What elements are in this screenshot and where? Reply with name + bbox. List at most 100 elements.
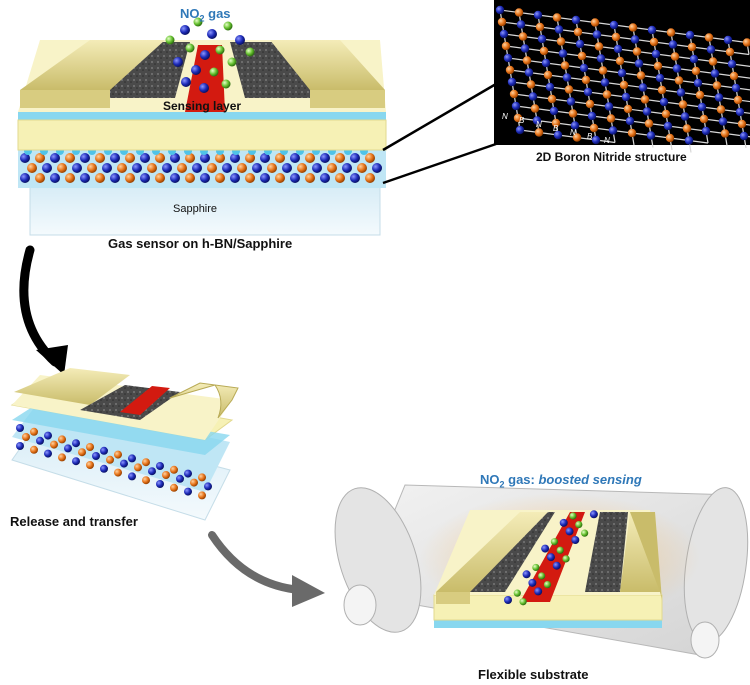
lattice-atom [604,102,614,111]
lattice-atom [649,37,659,47]
lattice-atom [592,30,602,39]
hbn-atom [312,163,322,173]
hbn-atom [237,163,247,173]
lattice-atom [570,121,580,130]
flex-gas-prefix: NO [480,472,500,487]
hbn-atom [230,153,240,163]
hbn-atom [95,173,105,183]
lattice-atom [549,106,559,116]
lattice-atom [534,128,544,137]
hbn-atom [192,163,202,173]
flex-electrode-left-front [436,592,470,604]
lattice-atom [560,61,570,70]
hbn-atom [207,163,217,173]
hbn-atom [125,173,135,183]
lattice-atom [511,101,521,111]
hbn-atom [120,459,128,468]
lattice-atom [630,35,640,44]
lattice-atom [541,58,551,68]
lattice-atom [495,5,505,15]
lattice-atom [583,87,593,97]
gas-atom-nitrogen [534,587,543,596]
flex-graphite-left [468,512,555,592]
lattice-atom [725,47,735,57]
lattice-atom [659,97,669,107]
hbn-atom [95,153,105,163]
hbn-atom [155,153,165,163]
inset-connector-lower [382,142,497,185]
hbn-atom [297,163,307,173]
hbn-atom [156,462,164,470]
hbn-atom [185,153,195,163]
lattice-atom [522,56,532,65]
sensing-channel [185,45,225,112]
flex-electrode-left-top [436,512,548,592]
lattice-atom [501,41,511,51]
gas-atom-nitrogen [199,83,209,93]
lattice-atom [685,30,695,40]
hbn-atom [125,153,135,163]
gas-atom-nitrogen [200,50,210,60]
lattice-atom [661,109,671,119]
hbn-atom [142,458,150,467]
gas-atom-oxygen [245,47,255,57]
hbn-atom [36,436,44,445]
hbn-atom [80,153,90,163]
flex-gas-label: NO2 gas: boosted sensing [480,472,642,490]
lattice-atom [613,44,623,54]
released-electrode-right [169,382,239,419]
gas-atom-nitrogen [504,596,512,604]
hbn-atom [110,153,120,163]
lattice-atom [596,54,606,63]
lattice-atom [579,63,589,73]
lattice-atom [680,112,690,121]
hbn-atom [80,173,90,183]
hbn-atom [72,439,80,448]
hbn-atom [65,173,75,183]
lattice-atom [608,126,618,135]
flex-cyan-layer [434,620,662,628]
hbn-atom [162,471,170,479]
hbn-atom [16,442,24,450]
lattice-atom [617,68,627,78]
hbn-atom [230,173,240,183]
lattice-atom [530,104,540,113]
lattice-atom [615,56,625,66]
hbn-atom [58,435,66,444]
hbn-atom [147,163,157,173]
lattice-atom [687,42,697,52]
lattice-atom [718,117,728,126]
inset-atom-label: N [536,120,542,129]
gas-atom-oxygen [569,512,577,520]
transfer-arrow-2 [208,531,304,594]
hbn-atom [198,491,206,500]
gas-atom-oxygen [562,555,570,563]
hbn-atom [58,453,66,462]
gas-atom-oxygen [532,563,540,572]
hbn-atom [267,163,277,173]
hbn-atom [357,163,367,173]
lattice-atom [598,66,608,75]
lattice-atom [693,78,703,88]
lattice-atom [587,111,597,121]
gas-atom-nitrogen [541,544,550,553]
gas-atom-oxygen [519,598,527,606]
lattice-atom [627,128,637,138]
inset-atom-label: B [553,124,559,133]
lattice-atom [547,94,557,104]
gas-atom-oxygen [227,57,237,67]
lattice-atom [600,78,610,87]
lattice-atom [515,125,525,135]
lattice-atom [708,57,718,66]
gas-atom-nitrogen [235,35,245,45]
hbn-atom [350,153,360,163]
inset-atom-label: N [502,112,508,121]
lattice-atom [729,71,739,81]
paper-roll-right-inner [690,621,720,659]
flex-substrate-caption: Flexible substrate [478,667,589,682]
lattice-atom [628,23,638,32]
hbn-atom [260,173,270,183]
hbn-atom [260,153,270,163]
hbn-atom [335,153,345,163]
lattice-atom [532,116,542,125]
